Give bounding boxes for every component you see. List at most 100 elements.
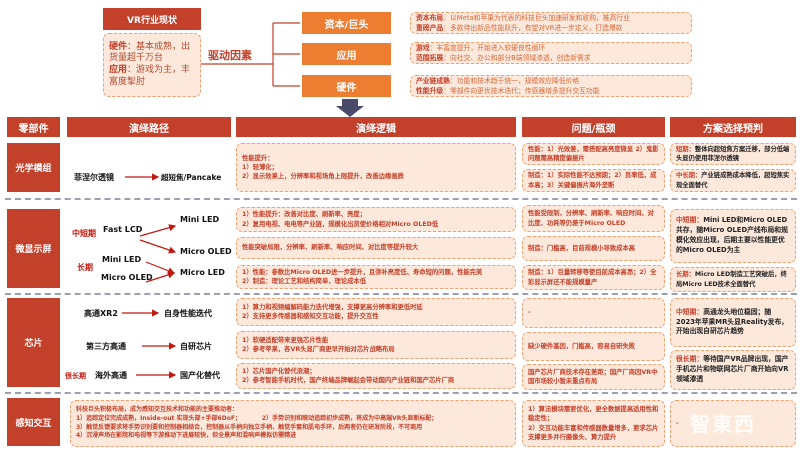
text: 短期： — [676, 145, 695, 153]
text: 整体向超短焦方案迁移，部分低端头显仍使用菲涅尔透镜 — [676, 145, 790, 162]
header-path: 演绎路径 — [67, 117, 231, 137]
path-from: 高通XR2 — [84, 309, 118, 318]
path-to: 国产化替代 — [180, 371, 220, 380]
text: 产业链成熟成本降低，超短焦实现全面替代 — [676, 172, 790, 189]
text: 3）触觉反馈要求将手势识别要和控制器相结合，控制器从手柄向独立手柄、触觉手套和肌… — [76, 423, 423, 431]
down-arrow-icon — [336, 99, 364, 117]
logic-micro-led: 1）性能：参数比Micro OLED进一步提升，且弥补亮度低、寿命短的问题，性能… — [236, 265, 516, 289]
text: 长期： — [676, 271, 695, 279]
row-divider — [5, 392, 797, 394]
text: 游戏 — [416, 43, 430, 52]
text: 2）支持更多传感器和感知交互功能，提升交互性 — [242, 313, 379, 320]
driver-application: 应用 — [302, 43, 391, 65]
header-logic: 演绎逻辑 — [236, 117, 516, 137]
text: 性能提升： — [242, 154, 274, 162]
status-text: ：基本成熟，出货量超千万台 — [109, 41, 191, 64]
header-problems: 问题/瓶颈 — [522, 117, 665, 137]
path-from: Mini LED — [102, 255, 142, 264]
text: 产业链成熟 — [416, 76, 450, 85]
text: 2）参考苹果，各VR头显厂商更早开始对芯片战略布局 — [242, 346, 395, 353]
driver-capital: 资本/巨头 — [302, 12, 391, 34]
problem-item: 制造：门槛高，目前规模小导致成本高 — [522, 236, 665, 261]
solution-sensing: - — [670, 400, 796, 447]
vr-status-title: VR行业现状 — [103, 8, 201, 30]
solution-item: 中短期：Mini LED和Micro OLED共存，随Micro OLED产线布… — [670, 209, 796, 263]
row-micro-display: 微显示屏 — [7, 209, 60, 288]
path-to: Mini LED — [180, 215, 220, 224]
text: 1）软硬适配带来更强芯片性能 — [242, 336, 329, 344]
problem-item: 制造：1）巨量转移等使目前成本高昂；2）全彩显示屏还不能规模量产 — [522, 265, 665, 290]
problem-sensing: 1）算法模块需要优化，更全数据提高适用性和稳定性；2）交互功能丰富和传感器数量增… — [522, 400, 665, 447]
text: 1）轻薄化； — [242, 163, 278, 171]
logic-micro-oled: 性能突破局限，分辨率、刷新率、响应时间、对比度等提升较大 — [236, 237, 516, 259]
logic-self-developed: 1）软硬适配带来更强芯片性能 2）参考苹果，各VR头显厂商更早开始对芯片战略布局 — [236, 331, 516, 359]
path-from: 海外高通 — [95, 371, 127, 380]
header-component: 零部件 — [7, 117, 60, 137]
text: 2）交互功能丰富和传感器数量增多，要求芯片支撑更多并行摄像头、算力提升 — [528, 424, 659, 441]
text: 中长期： — [676, 172, 702, 180]
path-to: 自身性能迭代 — [164, 309, 212, 318]
problem-item: 性能受限制，分辨率、刷新率、响应时间、对比度、功耗等仍差于Micro OLED — [522, 205, 665, 232]
text: 性能升级 — [416, 87, 444, 95]
path-from: Fast LCD — [103, 225, 143, 234]
logic-localization: 1）芯片国产化替代浪潮；2）参考智能手机时代，国产终端品牌崛起会带动国内产业链和… — [236, 363, 516, 389]
header-solutions: 方案选择预判 — [670, 117, 796, 137]
problem-item: 性能：1）光效差，需搭配高亮度微显 2）鬼影问题需高精度偏振片 — [522, 143, 665, 165]
path-from: 菲涅尔透镜 — [74, 173, 114, 182]
solution-item: 中短期：高通龙头地位稳固；随2023年苹果MR头显Reality发布，开始出现自… — [670, 298, 796, 347]
text: 2）显示效果上，分辨率和视场角上限提升，改善边缘画质 — [242, 173, 404, 181]
path-to: 自研芯片 — [180, 342, 212, 351]
text: ：零部件向更优技术迭代；传感器增多提升交互功能 — [443, 87, 600, 95]
text: 高通龙头地位稳固；随2023年苹果MR头显Reality发布，开始出现自研芯片趋… — [676, 307, 789, 336]
path-from: 第三方高通 — [86, 342, 126, 351]
vr-status-box: 硬件：基本成熟，出货量超千万台 应用：游戏为主，丰富度掣肘 — [103, 33, 201, 97]
driver-hardware: 硬件 — [302, 75, 391, 97]
path-from: Micro OLED — [101, 273, 153, 282]
text: 中短期： — [676, 216, 704, 225]
driver-detail-hardware: 产业链成熟：功能和技术趋于统一，规模效应降低价格 性能升级：零部件向更优技术迭代… — [410, 75, 692, 97]
driver-detail-capital: 资本布局：以Meta和苹果为代表的科技巨头加速研发和收购，推高行业 重磅产品：多… — [410, 12, 692, 34]
row-optics: 光学模组 — [7, 143, 60, 192]
path-to: Micro LED — [180, 268, 225, 277]
text: 很长期： — [676, 355, 704, 364]
text: 重磅产品 — [416, 24, 444, 32]
text: 1）性能提升：改善对比度、刷新率、亮度； — [242, 211, 367, 219]
solution-item: 长期：Micro LED制造工艺突破后，终局Micro LED技术全面替代 — [670, 267, 796, 292]
text: ：以Meta和苹果为代表的科技巨头加速研发和收购，推高行业 — [443, 13, 630, 22]
text: 4）沉浸声场在影院和电视等下游推动下进展较快，但全景声和混响声模拟仿需精进 — [76, 432, 297, 440]
text: Mini LED和Micro OLED共存，随Micro OLED产线布局和规模… — [676, 216, 788, 254]
text: 1）性能：参数比Micro OLED进一步提升，且弥补亮度低、寿命短的问题，性能… — [242, 268, 483, 276]
path-to: 超短焦/Pancake — [161, 173, 222, 182]
solution-item: 短期：整体向超短焦方案迁移，部分低端头显仍使用菲涅尔透镜 — [670, 143, 796, 165]
text: ：丰富度提升，开始进入软硬良性循环 — [429, 43, 546, 52]
text: - — [676, 419, 679, 427]
drivers-label: 驱动因素 — [208, 49, 252, 62]
problem-item: 制造：1）实际性能不达预期；2）良率低，成本高；3）关键偏振片海外垄断 — [522, 169, 665, 192]
logic-sensing: 科技巨头积极布局，成为感知交互技术和功能的主要推动者：1）追踪定位完成成熟，In… — [70, 400, 516, 447]
status-label: 硬件 — [109, 41, 128, 52]
text: 性能突破局限，分辨率、刷新率、响应时间、对比度等提升较大 — [242, 244, 419, 252]
logic-mini-led: 1）性能提升：改善对比度、刷新率、亮度；2）复用电视、电电等产业链，规模化出货使… — [236, 207, 516, 232]
text: 科技巨头积极布局，成为感知交互技术和功能的主要推动者： — [76, 406, 239, 414]
row-divider — [5, 198, 797, 200]
solution-item: 中长期：产业链成熟成本降低，超短焦实现全面替代 — [670, 169, 796, 192]
status-text: ：游戏为主，丰富度掣肘 — [109, 65, 191, 87]
path-to: Micro OLED — [180, 247, 232, 256]
logic-optics: 性能提升：1）轻薄化； 2）显示效果上，分辨率和视场角上限提升，改善边缘画质 — [236, 143, 516, 192]
problem-item: 国产芯片厂商技术存在差距；国产厂商因VR中国市场较小暂未重点布局 — [522, 364, 665, 390]
text: 中短期： — [676, 307, 704, 316]
problem-item: - — [522, 298, 665, 328]
text: ：功能和技术趋于统一，规模效应降低价格 — [449, 76, 580, 85]
text: 资本布局 — [416, 13, 444, 22]
text: 范围拓展 — [416, 54, 444, 62]
term-label: 中短期 — [72, 229, 96, 238]
term-label: 长期 — [77, 263, 93, 272]
solution-item: 很长期：等待国产VR品牌出现，国产手机芯片和物联网芯片厂商开始向VR领域渗透 — [670, 350, 796, 390]
driver-detail-application: 游戏：丰富度提升，开始进入软硬良性循环 范围拓展：向社交、办公和部分B端领域渗透… — [410, 42, 692, 64]
row-chip: 芯片 — [7, 298, 60, 387]
text: ：向社交、办公和部分B端领域渗透，创造新需求 — [443, 54, 591, 62]
problem-item: 缺少硬件基因，门槛高，容易自研失败 — [522, 332, 665, 361]
row-sensing: 感知交互 — [7, 398, 60, 446]
